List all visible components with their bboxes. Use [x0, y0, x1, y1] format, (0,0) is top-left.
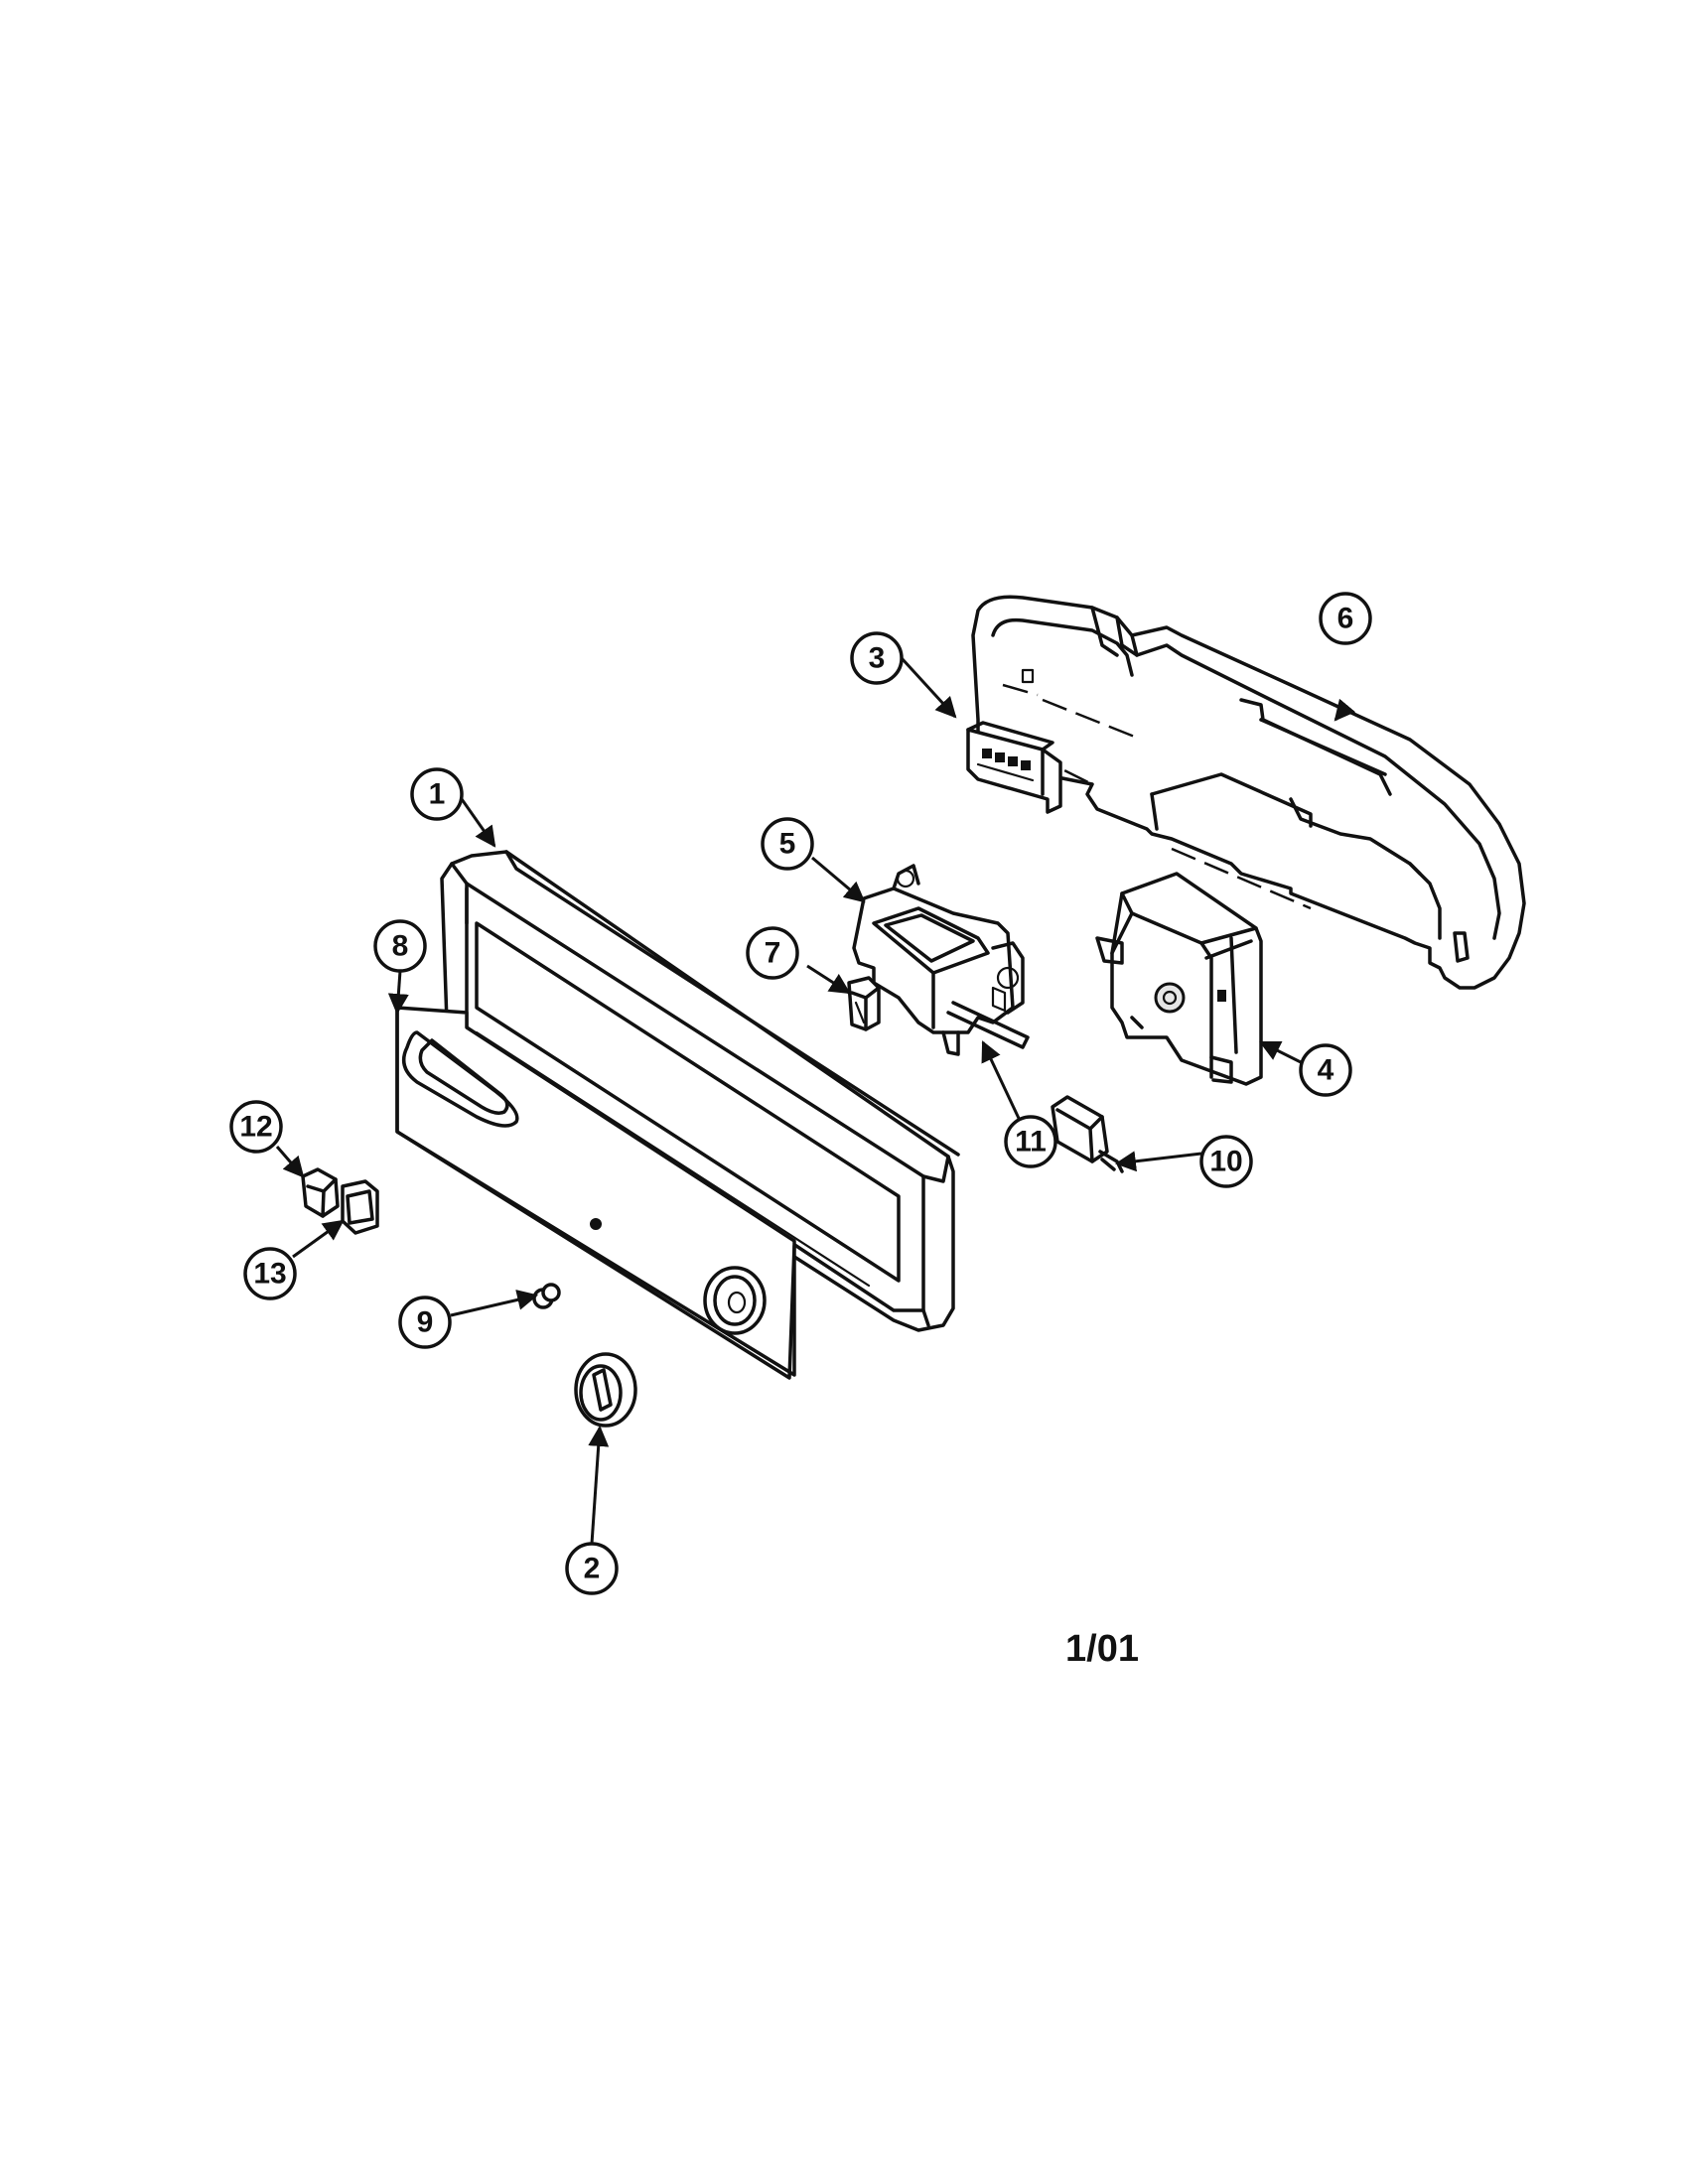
callout-3: 3 — [850, 631, 904, 685]
callout-11: 11 — [1004, 1115, 1057, 1168]
part-10-micro-switch — [1051, 1095, 1124, 1173]
part-9-plug — [532, 1283, 561, 1309]
svg-text:11: 11 — [1015, 1126, 1047, 1159]
svg-text:1: 1 — [429, 778, 446, 811]
part-3-terminal-block — [966, 721, 1062, 814]
svg-text:5: 5 — [779, 828, 796, 861]
callout-10: 10 — [1199, 1135, 1253, 1188]
svg-text:2: 2 — [584, 1553, 601, 1585]
part-12-button — [301, 1167, 340, 1218]
svg-text:7: 7 — [765, 937, 781, 970]
callout-4: 4 — [1299, 1043, 1352, 1097]
svg-text:10: 10 — [1209, 1146, 1242, 1178]
callout-1: 1 — [410, 767, 464, 821]
part-13-button-bezel — [341, 1179, 379, 1235]
part-4-timer — [1095, 872, 1263, 1086]
svg-text:3: 3 — [869, 642, 886, 675]
callout-7: 7 — [746, 926, 799, 980]
part-5-switch-bracket — [852, 864, 1030, 1056]
callout-5: 5 — [761, 817, 814, 871]
svg-text:13: 13 — [253, 1258, 286, 1291]
part-6-rear-housing — [971, 595, 1526, 990]
callout-13: 13 — [243, 1247, 297, 1300]
part-2-knob — [574, 1352, 637, 1428]
callout-9: 9 — [398, 1296, 452, 1349]
revision-date-code: 1/01 — [1065, 1628, 1139, 1670]
callout-2: 2 — [565, 1542, 619, 1595]
callout-12: 12 — [229, 1100, 283, 1154]
svg-text:4: 4 — [1318, 1054, 1334, 1087]
svg-text:12: 12 — [239, 1111, 272, 1144]
part-8-facia-overlay — [395, 1006, 796, 1380]
part-7-clip — [847, 976, 881, 1031]
callout-8: 8 — [373, 919, 427, 973]
svg-text:8: 8 — [392, 930, 409, 963]
leader-lines — [275, 656, 1356, 1545]
svg-text:9: 9 — [417, 1306, 434, 1339]
svg-text:6: 6 — [1337, 603, 1354, 635]
callout-6: 6 — [1319, 592, 1372, 645]
